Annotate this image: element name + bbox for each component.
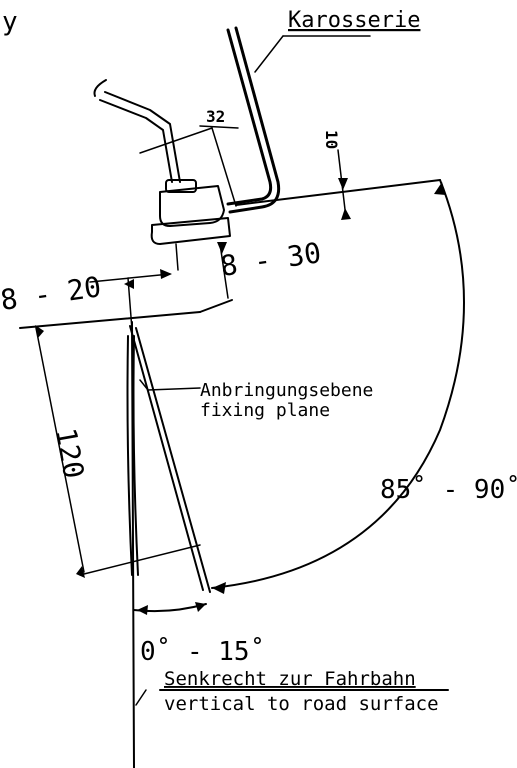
- label-dim-10: 10: [322, 130, 341, 149]
- vehicle-body-outline: [226, 26, 371, 214]
- dimension-32: [139, 125, 239, 207]
- vertical-reference-line: [131, 321, 449, 768]
- label-dim-8-30: 8 - 30: [218, 236, 323, 283]
- label-angle-0-15: 0˚ - 15˚: [140, 637, 265, 667]
- label-dim-8-20: 8 - 20: [0, 270, 103, 317]
- label-angle-85-90: 85˚ - 90˚: [380, 475, 517, 505]
- mounting-housing: [93, 79, 231, 245]
- angle-arc-0-15: [133, 602, 207, 615]
- label-vertical-en: vertical to road surface: [164, 693, 439, 715]
- dimension-120: [35, 325, 201, 578]
- corner-letter: y: [2, 7, 18, 37]
- label-dim-32: 32: [206, 107, 225, 126]
- label-karosserie: Karosserie: [288, 8, 420, 33]
- label-fixing-plane-de: Anbringungsebene: [200, 380, 373, 401]
- dimension-10: [337, 149, 351, 220]
- label-vertical-de: Senkrecht zur Fahrbahn: [164, 668, 416, 690]
- fixing-plane-lens: [126, 325, 211, 593]
- angle-arc-85-90: [211, 179, 465, 594]
- label-fixing-plane-en: fixing plane: [200, 400, 330, 421]
- mounting-plane-line: [19, 179, 441, 329]
- dimension-8-30: [175, 242, 229, 299]
- label-dim-120: 120: [49, 425, 90, 481]
